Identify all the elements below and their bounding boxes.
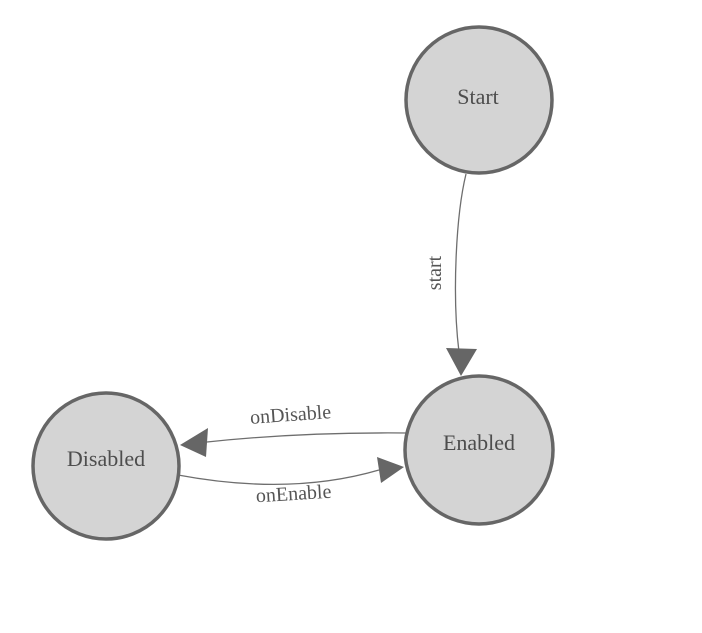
edge-start-arrowhead-icon: [446, 348, 477, 376]
edge-on-enable-label: onEnable: [255, 481, 332, 508]
state-node-disabled[interactable]: Disabled: [31, 391, 181, 541]
edge-on-disable: onDisable: [180, 401, 408, 457]
edge-on-enable: onEnable: [177, 457, 404, 508]
state-node-enabled[interactable]: Enabled: [403, 374, 555, 526]
state-node-start-label: Start: [457, 84, 499, 109]
edge-on-enable-line: [177, 469, 380, 486]
edge-on-disable-arrowhead-icon: [180, 428, 208, 457]
edge-on-disable-label: onDisable: [249, 401, 332, 429]
state-node-start[interactable]: Start: [404, 25, 554, 175]
edge-start-transition: start: [424, 173, 477, 376]
state-node-disabled-circle[interactable]: [31, 391, 181, 541]
edge-on-disable-line: [206, 432, 408, 443]
edge-start-label: start: [424, 255, 446, 290]
edge-start-line: [454, 173, 467, 353]
state-node-start-circle[interactable]: [404, 25, 554, 175]
state-node-enabled-circle[interactable]: [403, 374, 555, 526]
state-node-enabled-label: Enabled: [443, 430, 515, 455]
edge-on-enable-arrowhead-icon: [377, 457, 404, 483]
state-node-disabled-label: Disabled: [67, 446, 145, 471]
